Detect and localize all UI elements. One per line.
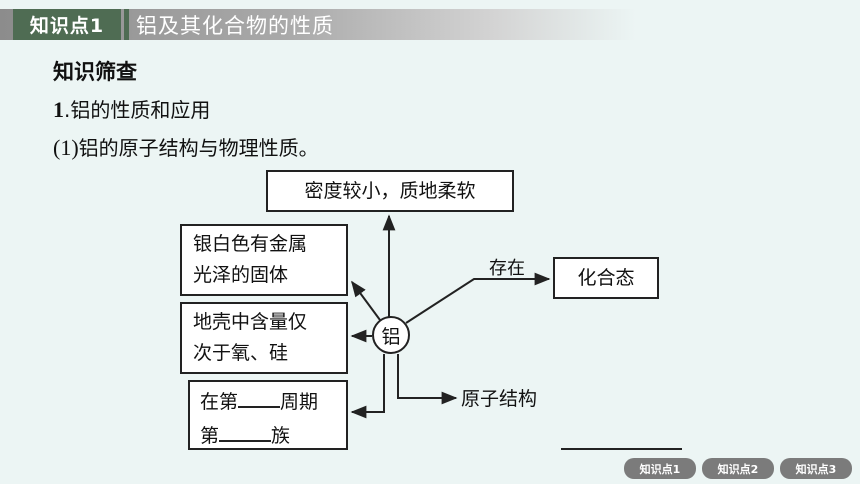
existence-label: 存在 bbox=[489, 258, 525, 279]
heading-text: .铝的性质和应用 bbox=[64, 98, 211, 122]
appearance-box: 银白色有金属 光泽的固体 bbox=[180, 224, 348, 296]
nav-knowledge-point-3[interactable]: 知识点3 bbox=[780, 458, 852, 479]
abundance-line-2: 次于氧、硅 bbox=[193, 342, 289, 364]
atomic-structure-label: 原子结构 bbox=[461, 388, 538, 410]
arrow-to-silver-box bbox=[351, 280, 381, 321]
period-line: 在第 周期 bbox=[200, 384, 346, 418]
period-suffix: 周期 bbox=[280, 391, 319, 413]
aluminum-node: 铝 bbox=[372, 316, 410, 354]
period-prefix: 在第 bbox=[200, 391, 239, 413]
periodic-position-box: 在第周期 第族 bbox=[188, 380, 348, 450]
subheading-text: 铝的原子结构与物理性质。 bbox=[78, 136, 319, 160]
arrow-to-state-box bbox=[405, 272, 551, 324]
heading-number: 1 bbox=[53, 97, 64, 122]
appearance-line-1: 银白色有金属 bbox=[193, 233, 308, 255]
answer-blank-line[interactable] bbox=[561, 448, 682, 450]
appearance-line-2: 光泽的固体 bbox=[193, 264, 289, 286]
subheading-1: (1)铝的原子结构与物理性质。 bbox=[53, 132, 319, 161]
group-blank[interactable] bbox=[219, 418, 272, 442]
group-suffix: 族 bbox=[271, 425, 291, 447]
header-tab: 知识点1 bbox=[13, 9, 121, 40]
group-prefix: 第 bbox=[200, 425, 220, 447]
nav-knowledge-point-1[interactable]: 知识点1 bbox=[624, 458, 696, 479]
arrow-to-period-box bbox=[350, 354, 385, 419]
nav-knowledge-point-2[interactable]: 知识点2 bbox=[702, 458, 774, 479]
section-title: 知识筛查 bbox=[53, 60, 137, 84]
abundance-line-1: 地壳中含量仅 bbox=[193, 311, 308, 333]
header-title: 铝及其化合物的性质 bbox=[136, 13, 334, 38]
compound-state-box: 化合态 bbox=[553, 257, 659, 299]
header-separator bbox=[124, 9, 129, 40]
subheading-index: (1) bbox=[53, 135, 79, 160]
density-box: 密度较小，质地柔软 bbox=[266, 170, 514, 212]
arrow-to-structure bbox=[397, 354, 458, 405]
heading-1: 1.铝的性质和应用 bbox=[53, 94, 210, 123]
abundance-box: 地壳中含量仅 次于氧、硅 bbox=[180, 302, 348, 374]
period-blank[interactable] bbox=[238, 384, 281, 408]
group-line: 第族 bbox=[200, 418, 346, 452]
